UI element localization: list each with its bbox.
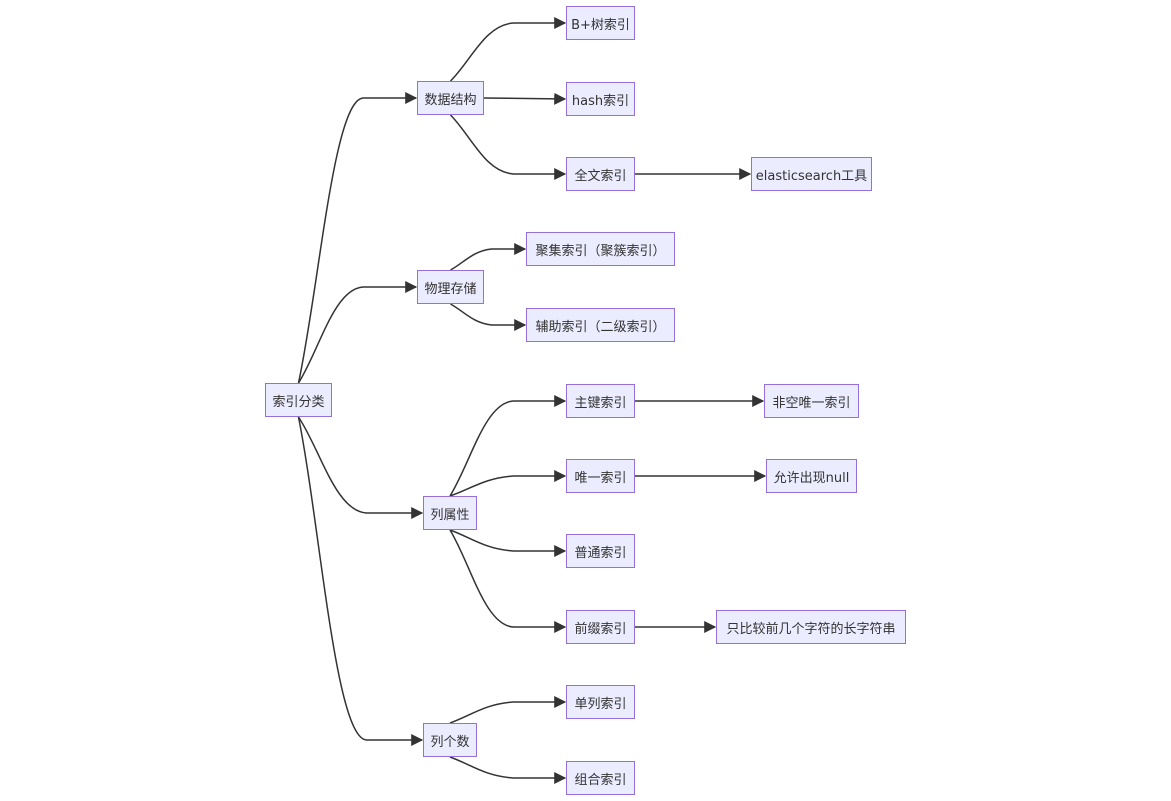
node-data-structure[interactable]: 数据结构 xyxy=(417,81,484,115)
node-hash[interactable]: hash索引 xyxy=(566,82,635,116)
edge-column_count-to-composite xyxy=(449,756,567,784)
node-prefix-desc[interactable]: 只比较前几个字符的长字符串 xyxy=(716,610,906,644)
edge-physical_storage-to-clustered xyxy=(450,243,527,271)
node-unique[interactable]: 唯一索引 xyxy=(566,459,635,493)
edge-column_attribute-to-unique xyxy=(449,470,567,497)
node-physical-storage[interactable]: 物理存储 xyxy=(417,270,484,304)
node-secondary[interactable]: 辅助索引（二级索引） xyxy=(526,308,675,342)
edge-column_attribute-to-prefix xyxy=(449,529,567,633)
node-normal[interactable]: 普通索引 xyxy=(566,534,635,568)
node-elasticsearch[interactable]: elasticsearch工具 xyxy=(751,157,872,191)
node-clustered[interactable]: 聚集索引（聚簇索引） xyxy=(526,232,675,266)
node-column-attribute[interactable]: 列属性 xyxy=(423,496,477,530)
node-prefix[interactable]: 前缀索引 xyxy=(566,610,635,644)
edge-column_attribute-to-primary_key xyxy=(449,395,567,497)
edges-layer xyxy=(297,17,767,784)
edge-root-to-column_count xyxy=(297,416,424,746)
node-btree[interactable]: B+树索引 xyxy=(566,6,635,40)
edge-data_structure-to-btree xyxy=(449,17,567,82)
edge-column_attribute-to-normal xyxy=(449,529,567,557)
node-primary-key[interactable]: 主键索引 xyxy=(566,384,635,418)
node-root[interactable]: 索引分类 xyxy=(265,383,332,417)
node-column-count[interactable]: 列个数 xyxy=(423,723,477,757)
node-allow-null[interactable]: 允许出现null xyxy=(766,459,857,493)
node-fulltext[interactable]: 全文索引 xyxy=(566,157,635,191)
edge-data_structure-to-fulltext xyxy=(449,114,567,180)
edge-physical_storage-to-secondary xyxy=(450,303,527,331)
edge-root-to-column_attribute xyxy=(297,416,424,519)
edge-root-to-data_structure xyxy=(297,92,418,384)
node-single-column[interactable]: 单列索引 xyxy=(566,685,635,719)
node-composite[interactable]: 组合索引 xyxy=(566,761,635,795)
edge-column_count-to-single_column xyxy=(449,696,567,724)
edge-root-to-physical_storage xyxy=(297,281,418,384)
node-non-null-unique[interactable]: 非空唯一索引 xyxy=(764,384,859,418)
edge-data_structure-to-hash xyxy=(483,92,567,105)
